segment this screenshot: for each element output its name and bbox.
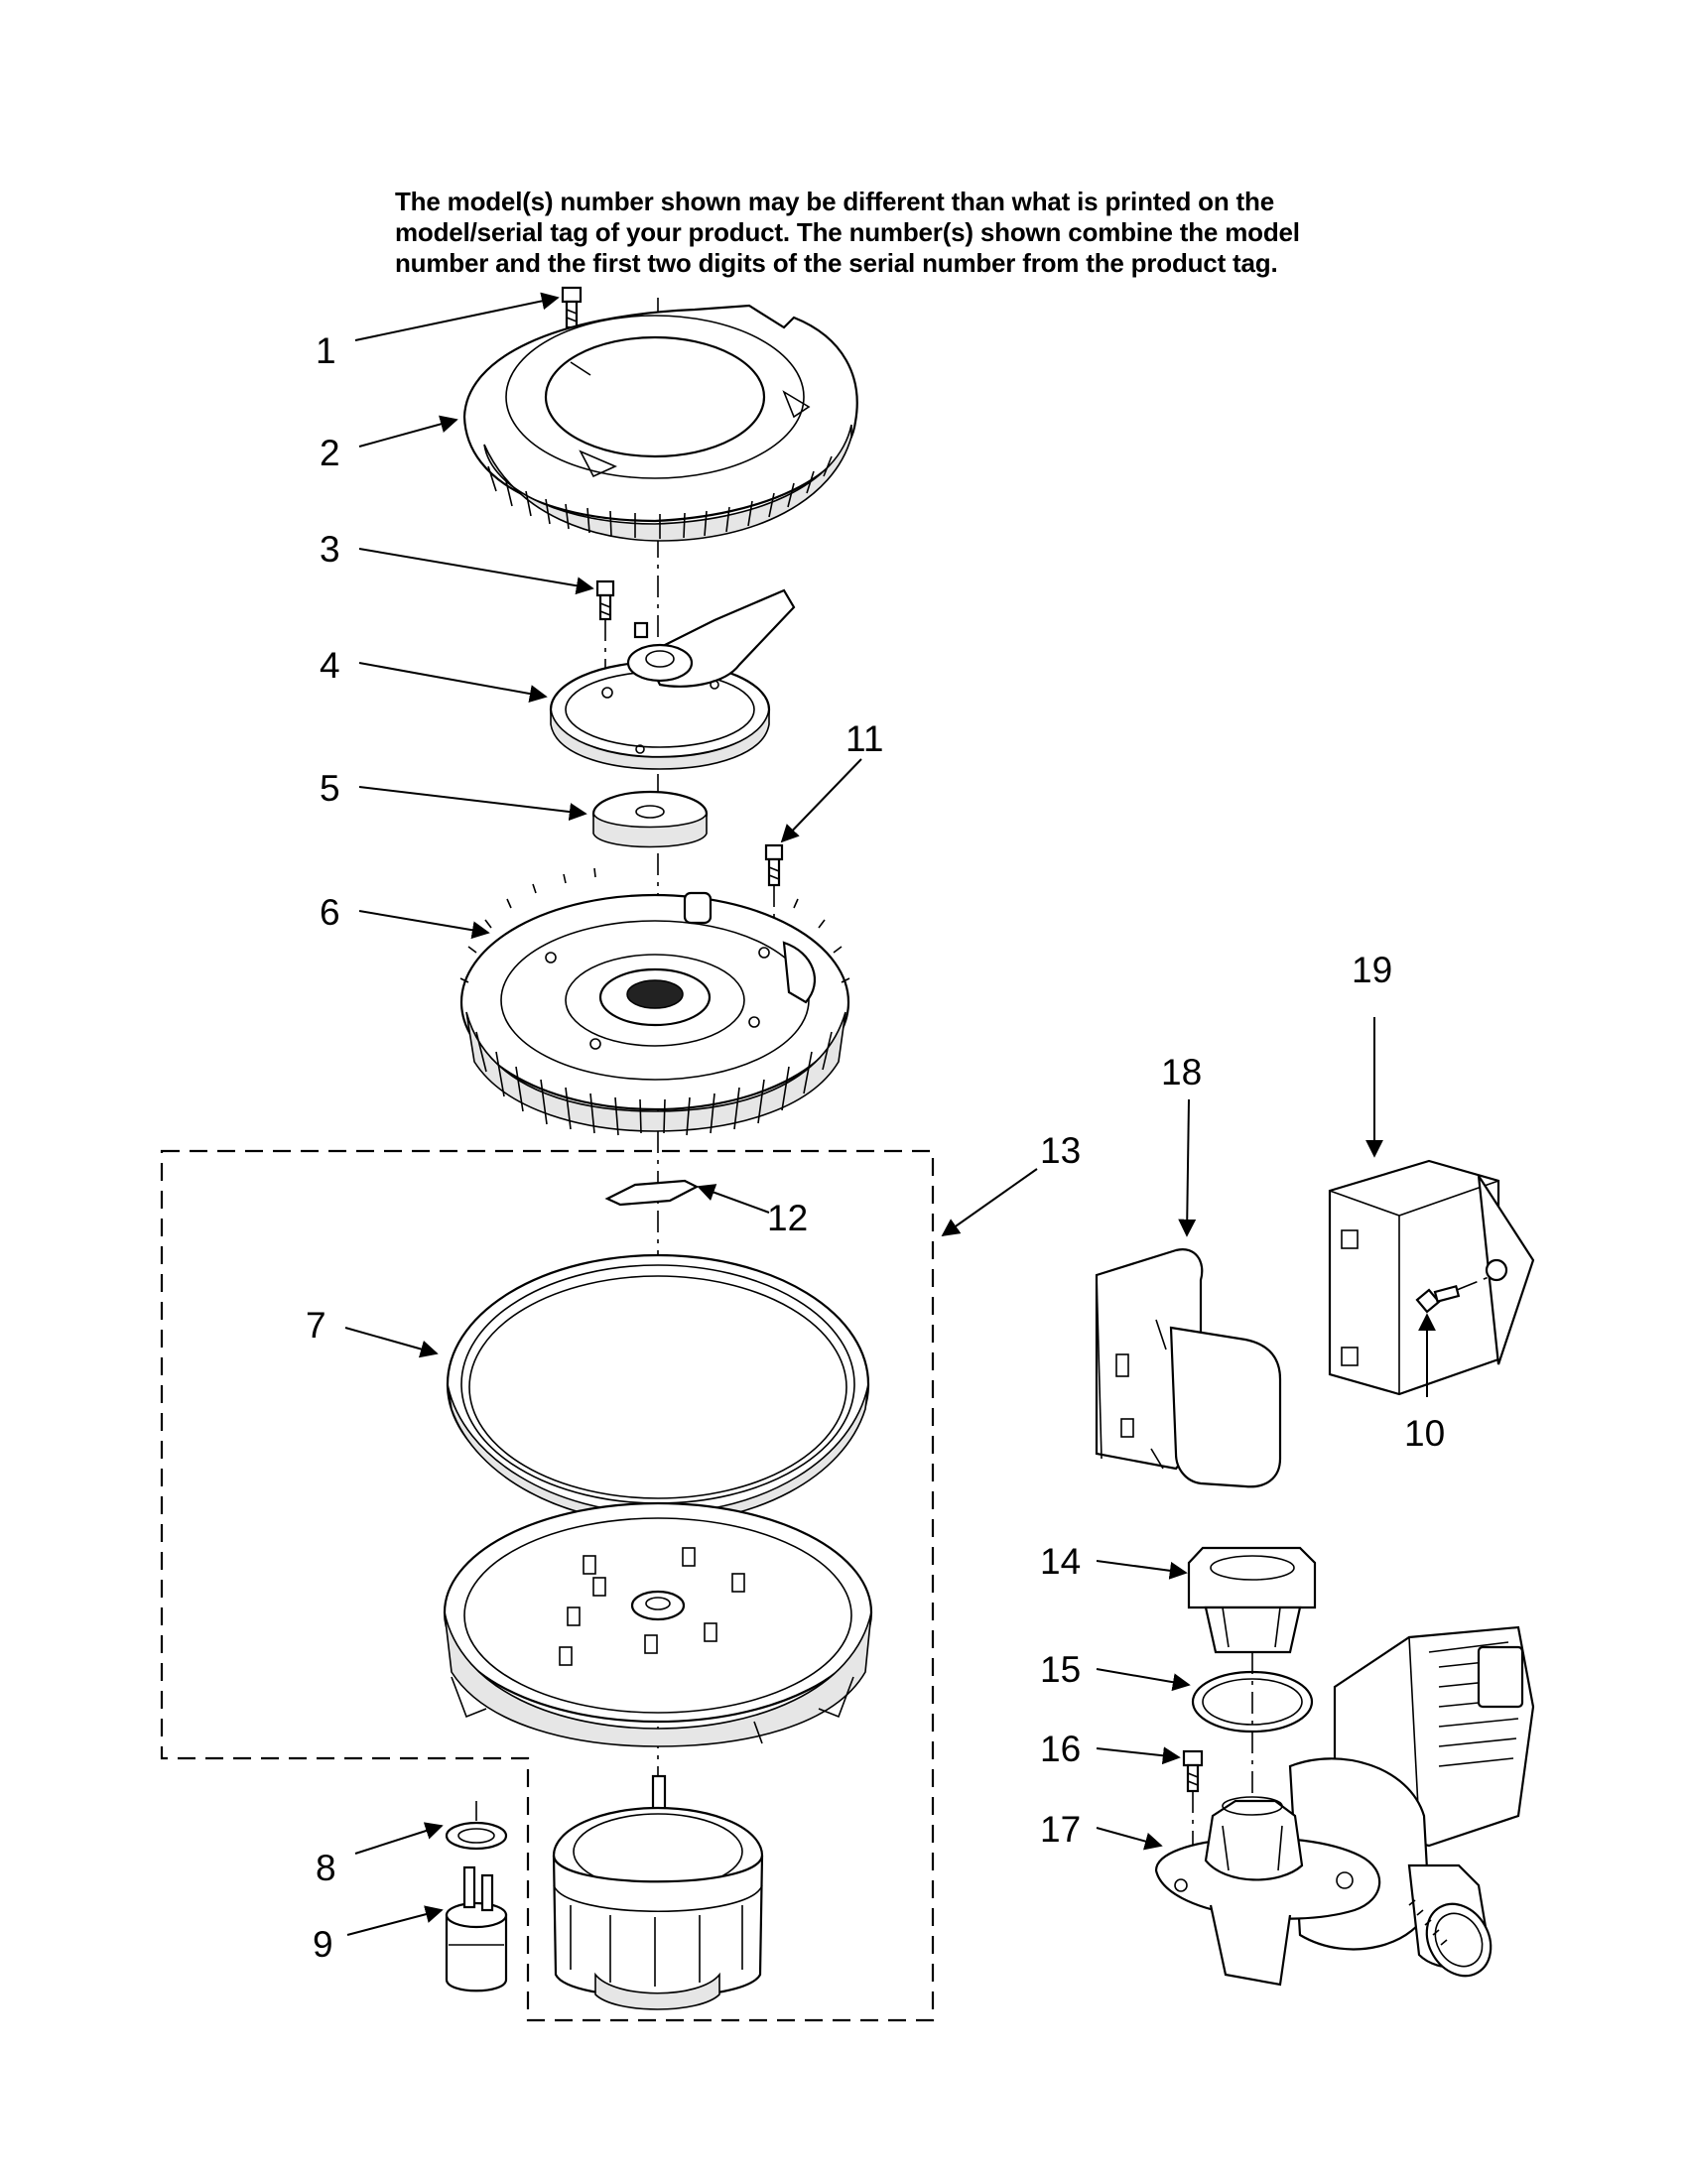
callout-7: 7 [306,1305,326,1346]
callout-1: 1 [316,330,336,371]
callout-12: 12 [767,1198,808,1238]
callout-11: 11 [845,718,883,759]
part-6-base [459,867,850,1136]
callout-4: 4 [320,645,340,686]
part-4-housing [549,588,796,770]
callout-6: 6 [320,892,340,933]
part-11-screw [764,843,784,972]
leader-lines [344,292,1436,1936]
callout-15: 15 [1040,1649,1081,1690]
part-2-cover [462,304,858,542]
note-line-1: The model(s) number shown may be differe… [395,187,1274,216]
callout-5: 5 [320,768,340,809]
callout-16: 16 [1040,1729,1081,1769]
part-7-seal-ring [446,1253,870,1524]
callout-9: 9 [313,1924,333,1965]
callout-numbers: 1 2 3 4 5 6 7 8 9 10 11 12 13 14 15 16 1… [306,330,1445,1965]
part-14-filter [1187,1546,1317,1654]
motor [552,1774,764,2010]
part-3-screw [595,579,615,695]
note-line-2: model/serial tag of your product. The nu… [395,217,1300,247]
callout-19: 19 [1352,950,1392,990]
note-line-3: number and the first two digits of the s… [395,248,1278,278]
callout-2: 2 [320,433,340,473]
part-9-connector [445,1865,508,1992]
part-17-drain-pump [1154,1625,1535,1987]
part-16-screw [1182,1749,1204,1885]
assembly-boundary-13 [160,1149,935,2022]
callout-3: 3 [320,529,340,570]
part-13-lower-housing [443,1501,873,1747]
callout-14: 14 [1040,1541,1081,1582]
part-8-oring [445,1801,508,1851]
part-18-bracket [1095,1248,1282,1488]
part-19-capacitor [1328,1159,1535,1396]
part-5-impeller [591,790,709,848]
callout-18: 18 [1161,1052,1202,1092]
callout-17: 17 [1040,1809,1081,1850]
part-10-screw [1415,1274,1494,1314]
callout-10: 10 [1404,1413,1445,1454]
part-12-tab [604,1179,700,1207]
disclaimer-note: The model(s) number shown may be differe… [395,187,1348,279]
callout-13: 13 [1040,1130,1081,1171]
callout-8: 8 [316,1848,336,1888]
